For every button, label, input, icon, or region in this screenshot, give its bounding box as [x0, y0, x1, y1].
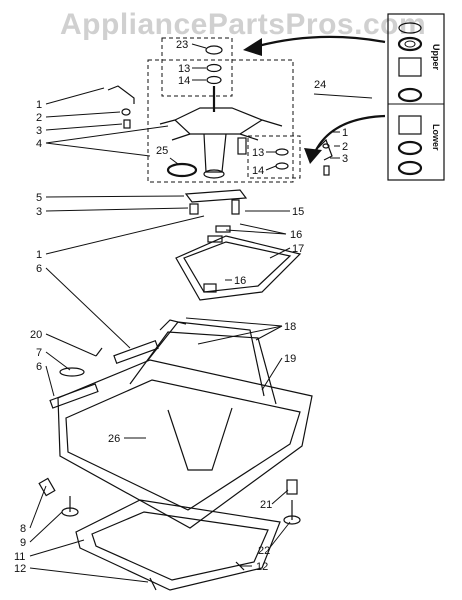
upper-label: Upper — [431, 44, 441, 71]
transmission — [159, 86, 283, 179]
callout-1b: 1 — [342, 127, 348, 139]
callout-1c: 1 — [36, 249, 42, 261]
right-clip-parts — [317, 138, 333, 176]
callout-20: 20 — [30, 329, 42, 341]
callout-23: 23 — [176, 39, 188, 51]
callout-11: 11 — [14, 551, 25, 563]
bottom-plate — [75, 499, 281, 591]
seal-group-box — [247, 135, 301, 179]
mount-pad — [184, 189, 248, 215]
callout-19: 19 — [284, 353, 296, 365]
callout-4: 4 — [36, 138, 42, 150]
transmission-group-box — [147, 59, 294, 183]
callout-6b: 6 — [36, 361, 42, 373]
callout-15: 15 — [292, 206, 304, 218]
callout-12a: 12 — [14, 563, 26, 575]
callout-16a: 16 — [290, 229, 302, 241]
watermark: AppliancePartsPros.com — [60, 8, 427, 41]
callout-6a: 6 — [36, 263, 42, 275]
callout-12b: 12 — [256, 561, 268, 573]
left-clip-parts — [107, 85, 135, 129]
callouts: 1 2 3 4 23 13 14 24 25 13 14 1 2 3 5 3 1… — [14, 39, 348, 575]
bearing-group-box — [161, 37, 233, 97]
leveling-feet — [38, 477, 301, 591]
leader-lines — [29, 43, 373, 583]
callout-26: 26 — [108, 433, 120, 445]
callout-3c: 3 — [36, 206, 42, 218]
callout-14a: 14 — [178, 75, 190, 87]
callout-3b: 3 — [342, 153, 348, 165]
top-bearing-parts — [205, 45, 223, 85]
callout-8: 8 — [20, 523, 26, 535]
base-frame — [49, 319, 313, 529]
lower-label: Lower — [431, 124, 441, 151]
callout-7: 7 — [36, 347, 42, 359]
callout-3a: 3 — [36, 125, 42, 137]
callout-1a: 1 — [36, 99, 42, 111]
callout-18: 18 — [284, 321, 296, 333]
seal-ring — [166, 162, 198, 178]
callout-2a: 2 — [36, 112, 42, 124]
callout-17: 17 — [292, 243, 304, 255]
callout-24: 24 — [314, 79, 326, 91]
callout-13a: 13 — [178, 63, 190, 75]
lower-bearing-stack — [397, 115, 423, 176]
callout-25: 25 — [156, 145, 168, 157]
inset-arrows — [243, 35, 386, 164]
callout-9: 9 — [20, 537, 26, 549]
upper-bearing-stack — [397, 22, 423, 103]
callout-16b: 16 — [234, 275, 246, 287]
callout-21: 21 — [260, 499, 272, 511]
bearing-inset: Upper Lower — [387, 13, 445, 181]
callout-2b: 2 — [342, 141, 348, 153]
callout-22: 22 — [258, 545, 270, 557]
support-tray — [175, 225, 302, 301]
seal-parts — [275, 148, 289, 170]
callout-5: 5 — [36, 192, 42, 204]
callout-14b: 14 — [252, 165, 264, 177]
callout-13b: 13 — [252, 147, 264, 159]
